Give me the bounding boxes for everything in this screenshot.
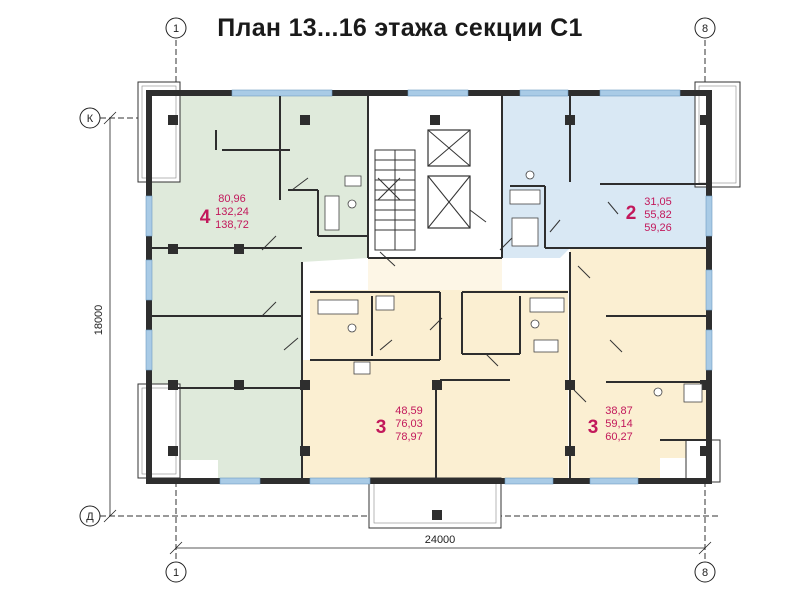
axis-marker-k: К <box>79 107 101 129</box>
corridor-zone <box>368 258 568 300</box>
apartment-2-total-area: 55,82 <box>644 209 672 221</box>
apartment-4-label: 4 80,96 132,24 138,72 <box>200 193 249 231</box>
apartment-3a-full-area: 78,97 <box>395 431 423 443</box>
apartment-2-full-area: 59,26 <box>644 222 672 234</box>
svg-text:Д: Д <box>86 511 94 523</box>
dimension-width: 24000 <box>425 534 456 546</box>
apartment-2-rooms: 2 <box>626 203 637 224</box>
apartment-4-full-area: 138,72 <box>215 219 249 231</box>
dimension-height: 18000 <box>93 305 105 336</box>
interior-walls <box>152 96 706 478</box>
apartment-3a-label: 3 48,59 76,03 78,97 <box>376 405 423 443</box>
elevator-2 <box>427 175 471 229</box>
apartment-4-living-area: 80,96 <box>218 193 246 205</box>
elevator-1 <box>427 129 471 167</box>
page-title: План 13...16 этажа секции С1 <box>217 14 583 42</box>
axis-marker-1-top: 1 <box>165 17 187 39</box>
apartment-3a-living-area: 48,59 <box>395 405 423 417</box>
apartment-3a-rooms: 3 <box>376 417 387 438</box>
apartment-3a-total-area: 76,03 <box>395 418 423 430</box>
svg-text:1: 1 <box>173 23 179 35</box>
apartment-3b-total-area: 59,14 <box>605 418 633 430</box>
apartment-2-zone <box>502 95 708 258</box>
svg-text:8: 8 <box>702 567 708 579</box>
apartment-2-living-area: 31,05 <box>644 196 672 208</box>
apartment-4-rooms: 4 <box>200 207 211 228</box>
axis-marker-8-bottom: 8 <box>694 561 716 583</box>
axis-marker-8-top: 8 <box>694 17 716 39</box>
svg-text:К: К <box>87 113 94 125</box>
bathroom-fixtures <box>317 170 703 403</box>
stairwell <box>374 149 416 251</box>
apartment-3b-rooms: 3 <box>588 417 599 438</box>
columns <box>168 115 710 520</box>
doors <box>261 177 623 403</box>
windows <box>145 89 713 485</box>
apartment-3b-full-area: 60,27 <box>605 431 633 443</box>
axis-marker-d: Д <box>79 505 101 527</box>
apartment-2-label: 2 31,05 55,82 59,26 <box>626 196 672 234</box>
dimension-lines <box>103 111 712 555</box>
axis-marker-1-bottom: 1 <box>165 561 187 583</box>
apartment-3b-label: 3 38,87 59,14 60,27 <box>588 405 633 443</box>
apartment-3b-living-area: 38,87 <box>605 405 633 417</box>
apartment-4-total-area: 132,24 <box>215 206 249 218</box>
svg-text:8: 8 <box>702 23 708 35</box>
apartment-3b-zone <box>570 248 708 478</box>
svg-text:1: 1 <box>173 567 179 579</box>
